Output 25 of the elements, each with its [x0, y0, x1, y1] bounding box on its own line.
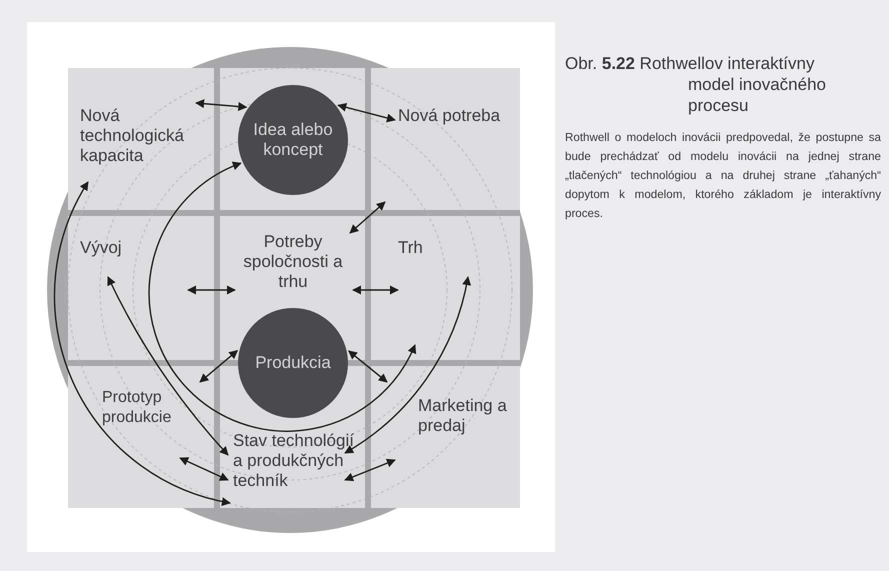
figure-caption: Rothwell o modeloch inovácii predpovedal, že postupne sa bude prechádzať od modelu inovácii na jednej strane „tlačených“ technológiou a na druhej strane „ťahaných“ dopytom k modelom, ktorého základom je interaktívny proces. — [565, 130, 881, 222]
double-arrow — [107, 276, 229, 456]
double-arrow — [195, 99, 248, 111]
node-label: Produkcia — [254, 353, 332, 373]
node-label: Idea alebo koncept — [252, 120, 334, 160]
figure-title: Obr. 5.22 Rothwellov interaktívny model inovačného procesu — [565, 53, 827, 116]
node-label: Vývoj — [80, 238, 122, 258]
double-arrow — [344, 276, 471, 454]
double-arrow — [179, 457, 229, 481]
double-arrow — [348, 350, 388, 383]
double-arrow — [199, 350, 238, 383]
double-arrow — [148, 162, 416, 432]
double-arrow — [344, 458, 396, 482]
node-label: Prototyp produkcie — [102, 388, 192, 428]
node-label: Trh — [398, 238, 423, 258]
node-label: Nová technologická kapacita — [80, 106, 210, 166]
node-label: Stav technológií a produkčných techník — [233, 431, 363, 491]
node-label: Potreby spoločnosti a trhu — [233, 232, 353, 292]
node-label: Nová potreba — [398, 106, 500, 126]
double-arrow — [54, 181, 231, 506]
double-arrow — [352, 286, 399, 294]
double-arrow — [187, 286, 236, 294]
double-arrow — [349, 201, 386, 234]
node-label: Marketing a predaj — [418, 396, 518, 436]
double-arrow — [337, 102, 396, 122]
